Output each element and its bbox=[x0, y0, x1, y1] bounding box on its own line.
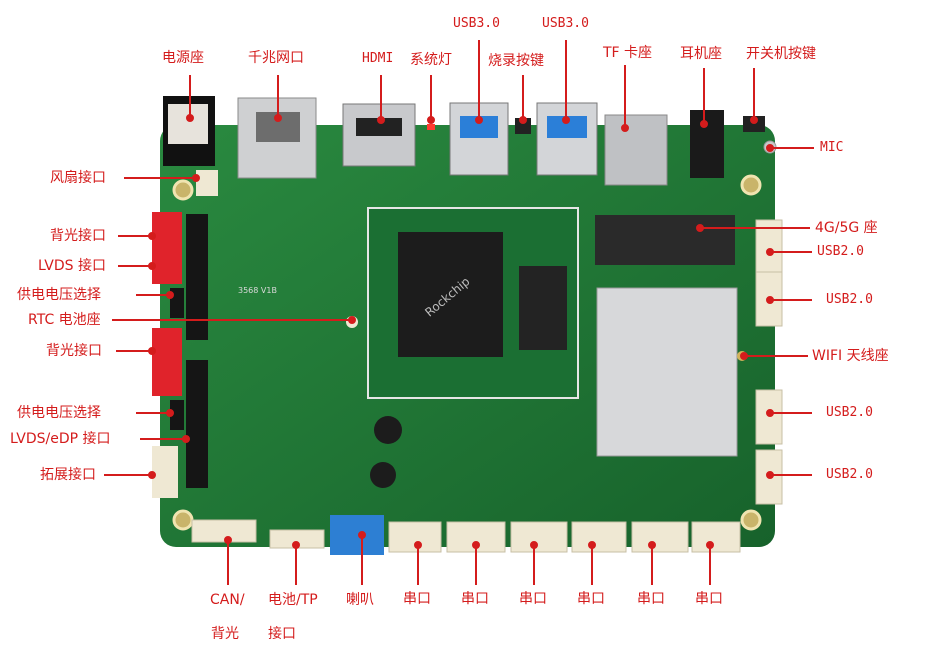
lvds-pin-header-1 bbox=[186, 214, 208, 340]
label-usb2-1: USB2.0 bbox=[817, 244, 864, 259]
label-backlight-2: 背光接口 bbox=[46, 343, 102, 359]
label-usb2-3: USB2.0 bbox=[826, 405, 873, 420]
label-wifi-antenna: WIFI 天线座 bbox=[812, 348, 889, 364]
can-backlight-connector bbox=[191, 519, 257, 543]
label-uart-5: 串口 bbox=[637, 591, 665, 607]
capacitor-2 bbox=[370, 462, 396, 488]
label-uart-3: 串口 bbox=[519, 591, 547, 607]
label-supply-select-1: 供电电压选择 bbox=[17, 287, 101, 303]
backlight-connector-1 bbox=[152, 212, 182, 284]
label-fan-header: 风扇接口 bbox=[50, 170, 106, 186]
soc-chip bbox=[398, 232, 503, 357]
speaker-connector bbox=[330, 515, 384, 555]
supply-select-jumper-2 bbox=[170, 400, 184, 430]
label-usb2-2: USB2.0 bbox=[826, 292, 873, 307]
label-mic: MIC bbox=[820, 140, 844, 155]
label-speaker: 喇叭 bbox=[346, 592, 374, 608]
label-expansion: 拓展接口 bbox=[40, 467, 96, 483]
capacitor-1 bbox=[374, 416, 402, 444]
label-uart-2: 串口 bbox=[461, 591, 489, 607]
earphone-jack bbox=[690, 110, 724, 178]
memory-chip-1 bbox=[519, 266, 567, 350]
label-earphone-jack: 耳机座 bbox=[680, 46, 722, 62]
label-lvds-edp: LVDS/eDP 接口 bbox=[10, 431, 111, 447]
backlight-connector-2 bbox=[152, 328, 182, 396]
label-power-jack: 电源座 bbox=[162, 50, 204, 66]
label-uart-4: 串口 bbox=[577, 591, 605, 607]
label-battery-tp-line2: 接口 bbox=[268, 626, 296, 642]
label-gigabit-ethernet: 千兆网口 bbox=[248, 50, 304, 66]
burn-button bbox=[515, 118, 531, 134]
callout-lines bbox=[104, 40, 814, 585]
modem-module bbox=[596, 287, 738, 457]
label-backlight-1: 背光接口 bbox=[50, 228, 106, 244]
label-can-backlight-line2: 背光 bbox=[211, 626, 239, 642]
fan-header bbox=[196, 170, 218, 196]
label-usb3-left: USB3.0 bbox=[453, 16, 500, 31]
label-usb2-4: USB2.0 bbox=[826, 467, 873, 482]
modem-slot bbox=[595, 215, 735, 265]
label-lvds-1: LVDS 接口 bbox=[38, 258, 106, 274]
label-system-led: 系统灯 bbox=[410, 52, 452, 68]
label-power-switch-key: 开关机按键 bbox=[746, 46, 816, 62]
usb2-connectors bbox=[755, 219, 783, 505]
tf-slot bbox=[604, 114, 668, 186]
label-modem-slot: 4G/5G 座 bbox=[815, 220, 878, 236]
label-uart-1: 串口 bbox=[403, 591, 431, 607]
label-can-backlight-line1: CAN/ bbox=[210, 592, 245, 608]
lvds-edp-pin-header bbox=[186, 360, 208, 488]
label-supply-select-2: 供电电压选择 bbox=[17, 405, 101, 421]
label-battery-tp-line1: 电池/TP bbox=[268, 592, 318, 608]
label-tf-slot: TF 卡座 bbox=[603, 45, 653, 61]
expansion-header bbox=[152, 446, 178, 498]
label-uart-6: 串口 bbox=[695, 591, 723, 607]
label-usb3-right: USB3.0 bbox=[542, 16, 589, 31]
board-id-text: 3568 V1B bbox=[238, 286, 277, 295]
label-hdmi: HDMI bbox=[362, 51, 394, 66]
label-rtc-battery: RTC 电池座 bbox=[28, 312, 101, 328]
system-led bbox=[427, 124, 435, 130]
label-burn-button: 烧录按键 bbox=[488, 53, 544, 69]
